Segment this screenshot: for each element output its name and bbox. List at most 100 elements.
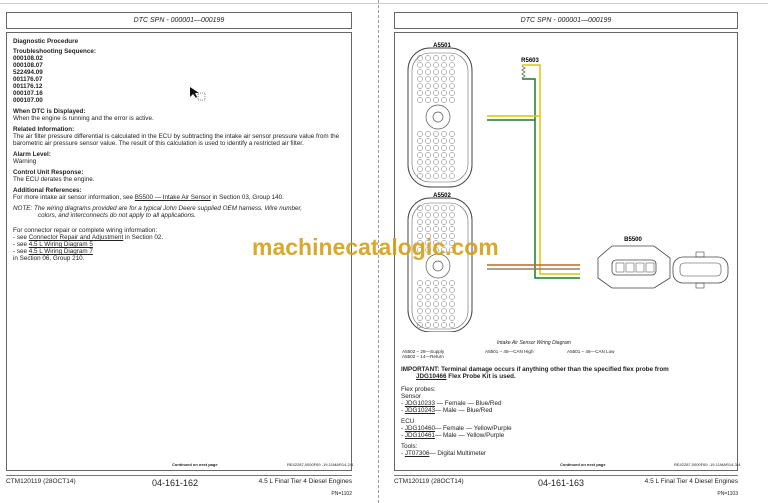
connector-pin (449, 145, 455, 151)
connector-b5500 (597, 245, 671, 289)
connector-pin (449, 240, 455, 246)
alarm-heading: Alarm Level: (13, 151, 51, 158)
connector-pin (433, 280, 439, 286)
wiring-diagram-7-link[interactable]: 4.5 L Wiring Diagram 7 (28, 248, 93, 255)
connector-pin (433, 219, 439, 225)
a5501-label: A5501 (433, 43, 451, 49)
connector-pin (417, 159, 423, 165)
connector-pin (441, 247, 447, 253)
connector-pin (441, 145, 447, 151)
watermark: machinecatalogic.com (252, 234, 499, 260)
connector-pin (441, 205, 447, 211)
connector-pin (449, 69, 455, 75)
connector-pin (449, 226, 455, 232)
connector-pin (417, 301, 423, 307)
seq-item: 000108.02 (13, 55, 43, 62)
connector-pin (449, 83, 455, 89)
pn-right: PN=1103 (717, 491, 738, 497)
connector-pin (441, 308, 447, 314)
connector-pin (425, 173, 431, 179)
conn-line: - see 4.5 L Wiring Diagram 5 (13, 241, 339, 248)
wire-yellow (522, 64, 580, 275)
connector-pin (449, 294, 455, 300)
jdg10460-link[interactable]: JDG10460 (404, 425, 435, 432)
connector-pin (433, 205, 439, 211)
connector-pin (441, 315, 447, 321)
a5502-label: A5502 (433, 193, 451, 199)
cu-heading: Control Unit Response: (13, 169, 84, 176)
page-number-left: 04-161-162 (152, 478, 199, 488)
connector-pin (441, 55, 447, 61)
connector-pin (425, 138, 431, 144)
connector-pin (417, 145, 423, 151)
tools-heading: Tools: (401, 443, 418, 450)
connector-pin (417, 90, 423, 96)
footer-left: CTM120119 (28OCT14) (6, 478, 76, 485)
connector-pins (417, 55, 455, 328)
connector-pin (441, 152, 447, 158)
note-line: colors, and interconnects do not apply t… (38, 212, 196, 219)
jdg10466-link[interactable]: JDG10466 (416, 373, 447, 380)
connector-pin (441, 219, 447, 225)
connector-pin (449, 247, 455, 253)
connector-pin (449, 219, 455, 225)
connector-pin (441, 62, 447, 68)
connector-pin (441, 76, 447, 82)
b5500-link[interactable]: B5500 — Intake Air Sensor (134, 194, 211, 201)
continued-left: Continued on next page (172, 462, 218, 467)
connector-pin (433, 159, 439, 165)
when-text: When the engine is running and the error… (13, 115, 154, 122)
connector-pin (441, 97, 447, 103)
connector-pin (417, 322, 423, 328)
wiring-diagram-5-link[interactable]: 4.5 L Wiring Diagram 5 (28, 241, 93, 248)
flex-heading: Flex probes: (401, 386, 436, 393)
connector-pin (449, 55, 455, 61)
connector-pin (433, 322, 439, 328)
r5603-label: R5603 (521, 58, 539, 64)
legend-item: A5501 – 45—CAN High (485, 349, 534, 354)
connector-pin (417, 173, 423, 179)
connector-pin (425, 69, 431, 75)
page-number-right: 04-161-163 (538, 478, 585, 488)
cu-text: The ECU derates the engine. (13, 176, 95, 183)
connector-pin (425, 55, 431, 61)
connector-pin (425, 247, 431, 253)
refs-pre: For more intake air sensor information, … (13, 194, 135, 201)
item-text: — Digital Multimeter (429, 450, 487, 457)
mouse-cursor-icon (190, 87, 206, 101)
connector-pin (425, 233, 431, 239)
page-divider (378, 0, 379, 503)
conn-intro: For connector repair or complete wiring … (13, 227, 158, 234)
connector-pin (425, 308, 431, 314)
footer-rule (6, 475, 352, 476)
list-item: - JDG10243— Male — Blue/Red (401, 407, 669, 414)
jt07306-link[interactable]: JT07306 (404, 450, 430, 457)
left-content: Diagnostic Procedure Troubleshooting Seq… (13, 38, 339, 262)
legend-item: A5501 – 46—CAN Low (567, 349, 615, 354)
connector-pin (441, 226, 447, 232)
connector-pin (425, 205, 431, 211)
legend-item: A5502 – 28—Supply (402, 349, 445, 354)
connector-pin (425, 219, 431, 225)
connector-pin (449, 62, 455, 68)
connector-pin (433, 226, 439, 232)
title: Diagnostic Procedure (13, 38, 79, 45)
jdg10233-link[interactable]: JDG10233 (404, 400, 435, 407)
connector-pin (433, 287, 439, 293)
connector-pin (433, 145, 439, 151)
b5500-label: B5500 (624, 237, 642, 243)
jdg10243-link[interactable]: JDG10243 (404, 407, 435, 414)
connector-pin (425, 76, 431, 82)
wiring-diagram: A5501 A5502 R5603 B5500 (407, 43, 729, 332)
connector-pin (433, 166, 439, 172)
right-content: IMPORTANT: Terminal damage occurs if any… (401, 366, 669, 457)
diagram-caption: Intake Air Sensor Wiring Diagram (497, 340, 571, 346)
connector-pin (441, 301, 447, 307)
list-item: - JDG10233 — Female — Blue/Red (401, 400, 669, 407)
connector-repair-link[interactable]: Connector Repair and Adjustment (28, 234, 124, 241)
important-post: Flex Probe Kit is used. (446, 373, 516, 380)
connector-pin (425, 322, 431, 328)
jdg10461-link[interactable]: JDG10461 (404, 432, 435, 439)
connector-pin (433, 173, 439, 179)
